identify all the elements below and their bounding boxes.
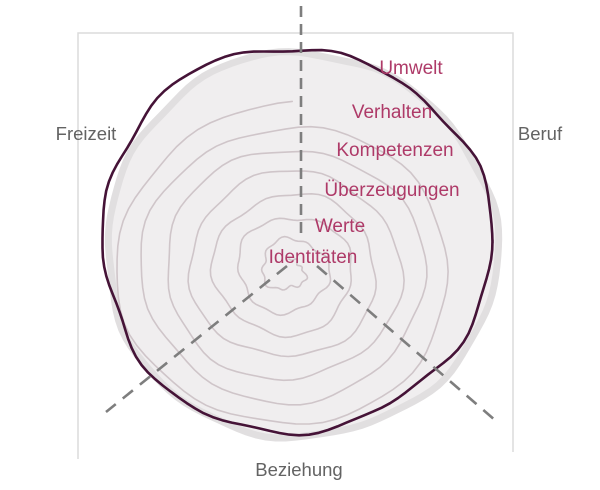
layer-label-verhalten: Verhalten	[352, 102, 432, 123]
layer-label-umwelt: Umwelt	[379, 58, 443, 79]
context-label-beziehung: Beziehung	[255, 459, 342, 480]
layer-label-identitaeten: Identitäten	[269, 247, 358, 268]
layer-label-werte: Werte	[315, 216, 365, 237]
onion-shadow-ring	[104, 48, 503, 442]
context-label-beruf: Beruf	[518, 123, 563, 144]
divider-line-bottom-left	[105, 264, 288, 414]
divider-line-bottom-right	[316, 265, 497, 422]
layer-label-kompetenzen: Kompetenzen	[336, 140, 453, 161]
frame-border	[77, 32, 514, 459]
layer-label-ueberzeugungen: Überzeugungen	[324, 180, 459, 201]
onion-spiral-rings	[116, 100, 449, 425]
context-label-freizeit: Freizeit	[56, 123, 117, 144]
onion-outline	[101, 48, 494, 437]
